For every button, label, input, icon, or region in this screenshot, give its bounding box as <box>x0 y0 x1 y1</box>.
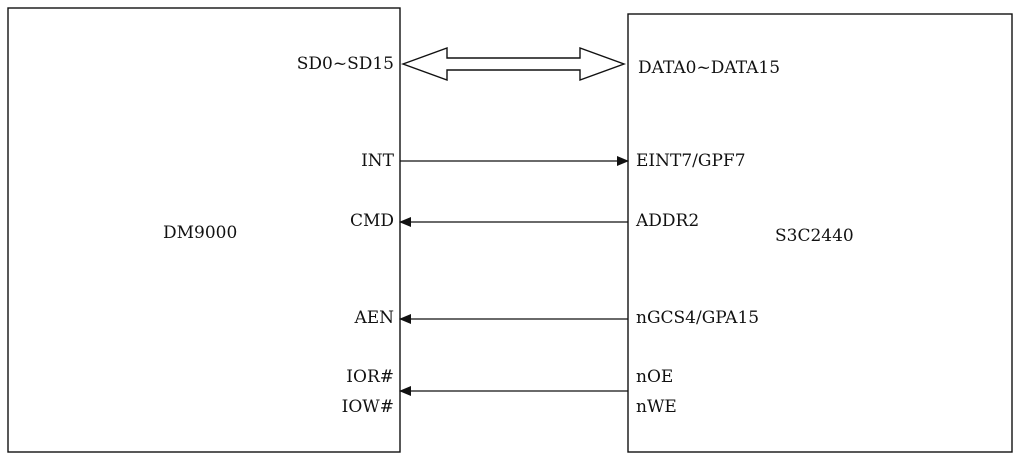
pin-label-int: INT <box>361 151 394 171</box>
pin-label-addr2: ADDR2 <box>636 211 700 231</box>
pin-label-ior: IOR# <box>346 367 394 387</box>
pin-label-aen: AEN <box>354 308 394 328</box>
pin-label-nwe: nWE <box>636 397 677 417</box>
pin-label-eint7: EINT7/GPF7 <box>636 151 746 171</box>
s3c2440-chip-box <box>627 13 1013 453</box>
sd-bus-label: SD0~SD15 <box>296 54 394 74</box>
pin-label-iow: IOW# <box>341 397 394 417</box>
dm9000-chip-box <box>7 7 401 453</box>
data-bus-label: DATA0~DATA15 <box>638 58 781 78</box>
data-bus-arrow <box>400 47 627 81</box>
dm9000-label: DM9000 <box>163 223 238 243</box>
pin-label-ngcs4: nGCS4/GPA15 <box>636 308 760 328</box>
pin-label-noe: nOE <box>636 367 674 387</box>
s3c2440-label: S3C2440 <box>775 226 854 246</box>
pin-label-cmd: CMD <box>349 211 394 231</box>
